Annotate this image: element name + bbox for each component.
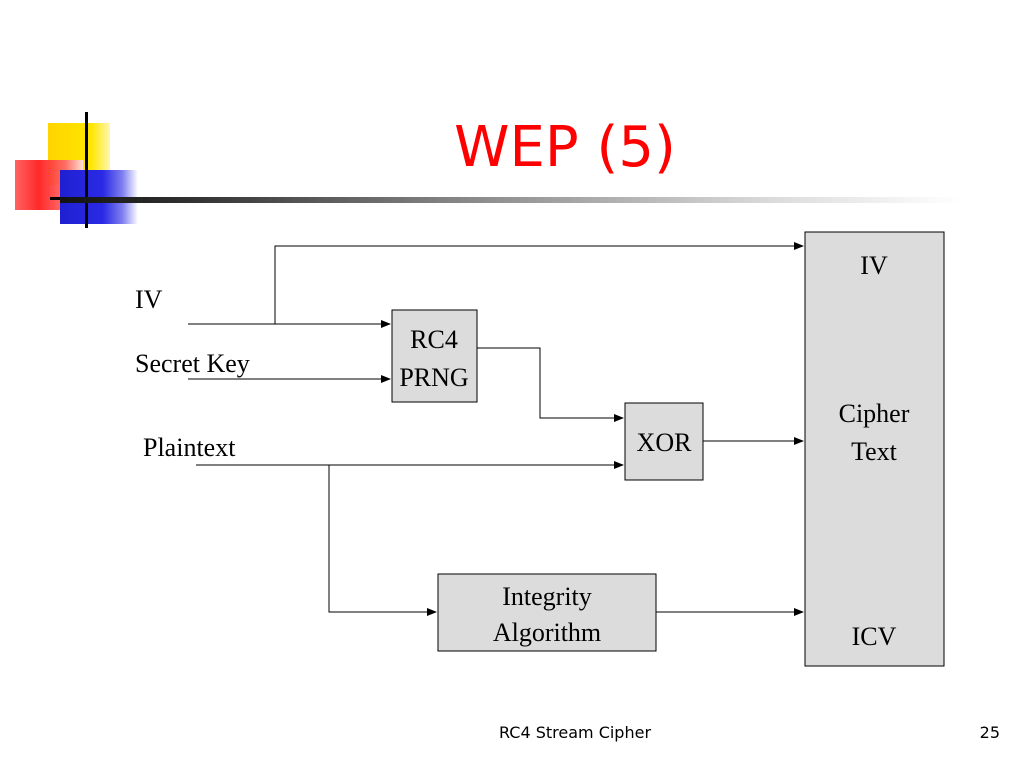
output-frame-box bbox=[804, 231, 945, 667]
rc4-prng-box bbox=[391, 309, 478, 403]
plaintext-to-integrity-line bbox=[328, 465, 437, 616]
rc4-label: RC4 bbox=[410, 325, 458, 354]
slide-title: WEP (5) bbox=[454, 115, 676, 180]
title-underline bbox=[60, 197, 960, 203]
integrity-label: Integrity bbox=[502, 582, 592, 611]
xor-label: XOR bbox=[637, 428, 693, 457]
iv-to-output-line bbox=[274, 242, 804, 324]
output-text-label: Text bbox=[851, 437, 898, 466]
page-number: 25 bbox=[979, 723, 1000, 742]
plaintext-label: Plaintext bbox=[143, 433, 236, 462]
footer-title: RC4 Stream Cipher bbox=[498, 723, 652, 742]
secret-key-label: Secret Key bbox=[135, 349, 250, 378]
iv-input-label: IV bbox=[135, 285, 163, 314]
algorithm-label: Algorithm bbox=[493, 618, 601, 647]
rc4-to-xor-line bbox=[477, 347, 624, 422]
integrity-algorithm-box bbox=[437, 573, 657, 652]
output-cipher-label: Cipher bbox=[839, 399, 910, 428]
xor-box bbox=[624, 402, 704, 481]
output-iv-label: IV bbox=[860, 251, 888, 280]
prng-label: PRNG bbox=[399, 363, 468, 392]
output-icv-label: ICV bbox=[852, 622, 897, 651]
decor-vertical-line bbox=[85, 112, 88, 228]
